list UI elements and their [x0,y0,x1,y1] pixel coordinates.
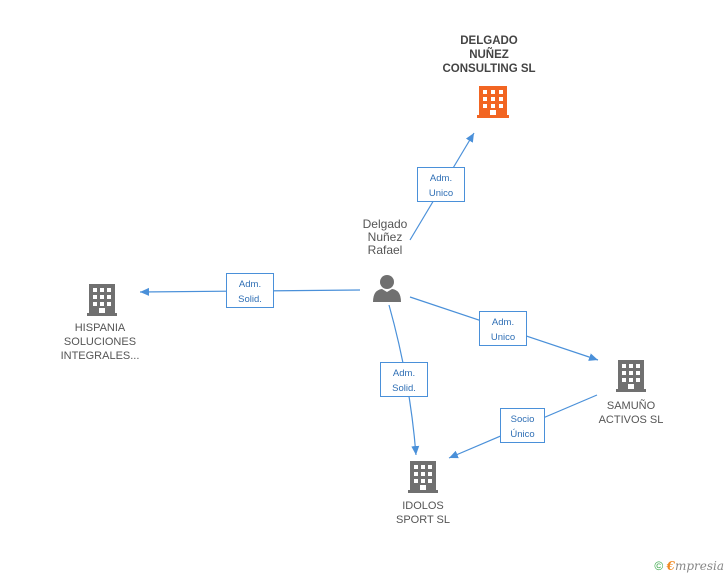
node-label-person[interactable]: Delgado Nuñez Rafael [362,217,408,257]
node-label-delgado-consulting[interactable]: DELGADO NUÑEZ CONSULTING SL [442,35,536,75]
edge-label-to-consulting: Adm. Unico [417,167,465,202]
edge-label-samuno-to-idolos: Socio Único [500,408,545,443]
building-icon[interactable] [408,461,438,493]
footer-brand: © €mpresia [654,559,724,573]
building-icon[interactable] [477,86,509,118]
node-label-hispania[interactable]: HISPANIA SOLUCIONES INTEGRALES... [60,322,140,362]
node-label-samuno[interactable]: SAMUÑO ACTIVOS SL [598,400,664,426]
node-label-idolos[interactable]: IDOLOS SPORT SL [395,500,450,526]
brand-logo: €mpresia [666,559,724,573]
edge-label-to-hispania: Adm. Solid. [226,273,274,308]
building-icon[interactable] [87,284,117,316]
edge-label-to-idolos: Adm. Solid. [380,362,428,397]
building-icon[interactable] [616,360,646,392]
copyright-icon: © [654,559,664,573]
edge-label-to-samuno: Adm. Unico [479,311,527,346]
person-icon[interactable] [373,275,401,302]
